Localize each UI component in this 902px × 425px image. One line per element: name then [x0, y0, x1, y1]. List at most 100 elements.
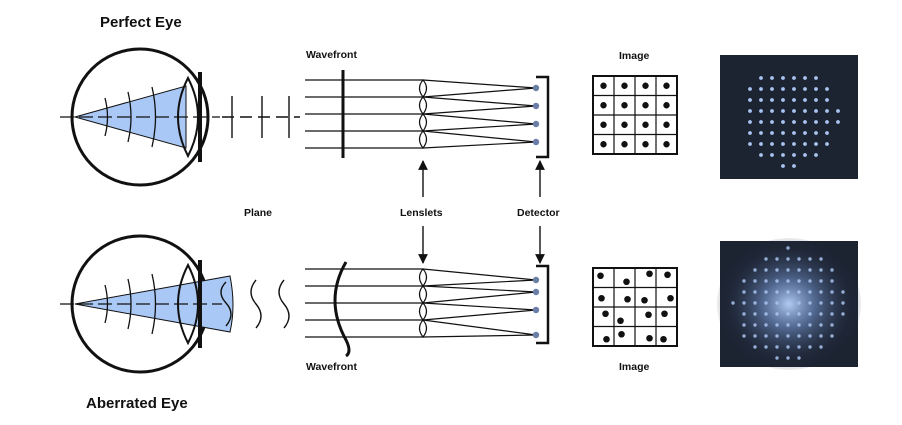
- panel-spot: [753, 290, 757, 294]
- panel-spot: [792, 87, 796, 91]
- panel-spot: [764, 279, 768, 283]
- wavefront-label-top: Wavefront: [306, 49, 357, 61]
- panel-spot: [764, 301, 768, 305]
- spot-pattern-panel-top: [720, 55, 858, 179]
- aberrated-eye-icon: [60, 234, 234, 374]
- panel-spot: [748, 98, 752, 102]
- panel-spot: [814, 87, 818, 91]
- panel-spot: [814, 142, 818, 146]
- panel-spot: [819, 290, 823, 294]
- panel-spot: [753, 279, 757, 283]
- panel-spot: [759, 98, 763, 102]
- panel-spot: [781, 164, 785, 168]
- panel-spot: [819, 257, 823, 261]
- panel-spot: [786, 334, 790, 338]
- panel-spot: [819, 345, 823, 349]
- panel-spot: [808, 268, 812, 272]
- panel-spot: [759, 109, 763, 113]
- panel-spot: [786, 323, 790, 327]
- panel-spot: [764, 323, 768, 327]
- image-spot: [621, 82, 628, 89]
- panel-spot: [814, 109, 818, 113]
- panel-spot: [814, 98, 818, 102]
- panel-spot: [770, 142, 774, 146]
- panel-spot: [797, 356, 801, 360]
- panel-spot: [808, 323, 812, 327]
- panel-spot: [770, 98, 774, 102]
- panel-spot: [753, 268, 757, 272]
- panel-spot: [825, 109, 829, 113]
- panel-spot: [759, 131, 763, 135]
- panel-spot: [830, 268, 834, 272]
- panel-spot: [836, 120, 840, 124]
- perfect-eye-title: Perfect Eye: [100, 14, 182, 31]
- image-spot: [598, 294, 605, 302]
- panel-spot: [841, 301, 845, 305]
- image-spot: [664, 271, 671, 279]
- panel-spot: [808, 312, 812, 316]
- panel-spot: [792, 120, 796, 124]
- panel-spot: [764, 334, 768, 338]
- image-spot: [621, 141, 628, 148]
- panel-spot: [781, 87, 785, 91]
- image-spot: [597, 272, 604, 280]
- panel-spot: [825, 98, 829, 102]
- panel-spot: [819, 312, 823, 316]
- lenslet-array-bottom: [418, 268, 428, 338]
- panel-spot: [841, 312, 845, 316]
- panel-spot: [808, 301, 812, 305]
- pointer-arrows: [418, 160, 545, 264]
- panel-spot: [814, 131, 818, 135]
- panel-spot: [803, 87, 807, 91]
- panel-spot: [770, 153, 774, 157]
- image-spot: [603, 335, 610, 343]
- panel-spot: [786, 312, 790, 316]
- panel-spot: [803, 153, 807, 157]
- panel-spot: [742, 312, 746, 316]
- panel-spot: [814, 76, 818, 80]
- panel-spot: [775, 312, 779, 316]
- panel-spot: [764, 268, 768, 272]
- aberrated-eye-title: Aberrated Eye: [86, 395, 188, 412]
- panel-spot: [770, 120, 774, 124]
- distorted-wavefront-lines: [220, 279, 290, 329]
- panel-spot: [792, 76, 796, 80]
- panel-spot: [808, 279, 812, 283]
- panel-spot: [775, 290, 779, 294]
- detector-top: [536, 75, 550, 159]
- image-spot: [618, 330, 625, 338]
- wavefront-label-bottom: Wavefront: [306, 361, 357, 373]
- panel-spot: [797, 301, 801, 305]
- panel-spot: [748, 142, 752, 146]
- aberrated-eye-row: Wavefront Image Aberrated Eye: [60, 234, 861, 412]
- panel-spot: [742, 279, 746, 283]
- panel-spot: [759, 87, 763, 91]
- lenslets-label: Lenslets: [400, 207, 443, 219]
- panel-spot: [781, 76, 785, 80]
- panel-spot: [748, 109, 752, 113]
- spot-pattern-panel-bottom: [717, 238, 861, 370]
- image-spot: [663, 102, 670, 109]
- image-spot: [646, 334, 653, 342]
- panel-spot: [786, 279, 790, 283]
- panel-spot: [786, 290, 790, 294]
- panel-spot: [770, 109, 774, 113]
- panel-spot: [808, 290, 812, 294]
- panel-spot: [830, 312, 834, 316]
- panel-spot: [792, 153, 796, 157]
- image-spot: [623, 278, 630, 286]
- panel-spot: [808, 345, 812, 349]
- perfect-eye-icon: [60, 47, 220, 187]
- panel-spot: [742, 290, 746, 294]
- image-spot: [646, 270, 653, 278]
- panel-spot: [830, 301, 834, 305]
- panel-spot: [797, 323, 801, 327]
- panel-spot: [748, 120, 752, 124]
- panel-spot: [825, 87, 829, 91]
- panel-spot: [814, 120, 818, 124]
- panel-spot: [825, 120, 829, 124]
- panel-spot: [830, 290, 834, 294]
- panel-spot: [759, 142, 763, 146]
- image-spot: [617, 317, 624, 325]
